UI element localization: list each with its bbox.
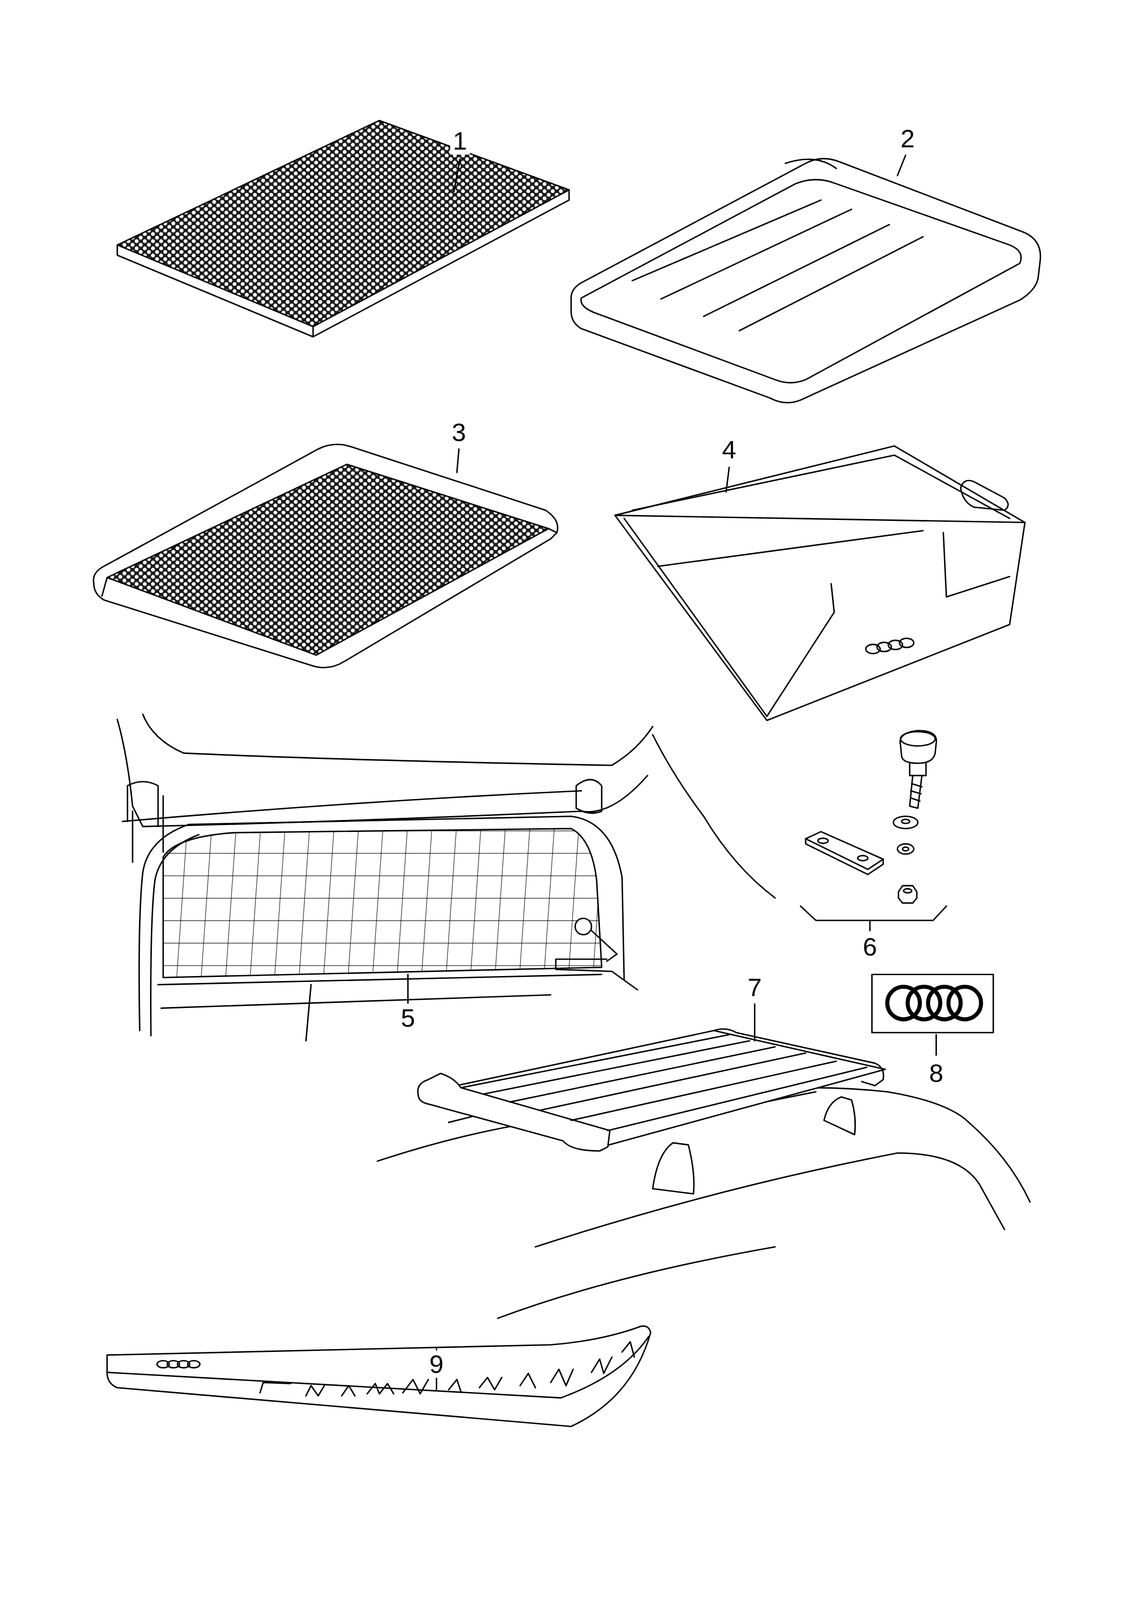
fastening-kit xyxy=(800,730,947,931)
luggage-tray-mat xyxy=(93,444,558,667)
rubber-mat xyxy=(117,120,569,337)
callout-number: 7 xyxy=(744,973,765,1001)
callout-number: 2 xyxy=(897,124,918,153)
callout-number: 4 xyxy=(719,435,740,464)
storage-box xyxy=(615,445,1025,721)
luggage-net-scene xyxy=(117,713,776,1041)
callout-number: 3 xyxy=(449,418,469,446)
emblem-badge xyxy=(872,974,994,1033)
group-bracket xyxy=(800,905,947,931)
callout-number: 5 xyxy=(398,1003,418,1032)
sill-protection-strip xyxy=(107,1325,651,1426)
callout-number: 8 xyxy=(926,1059,946,1087)
luggage-tray xyxy=(571,158,1041,403)
roof-rack xyxy=(377,1028,1031,1318)
callout-number: 6 xyxy=(860,932,880,961)
callout-number: 1 xyxy=(449,127,470,155)
callout-number: 9 xyxy=(426,1349,447,1378)
leader-lines xyxy=(408,155,937,1390)
